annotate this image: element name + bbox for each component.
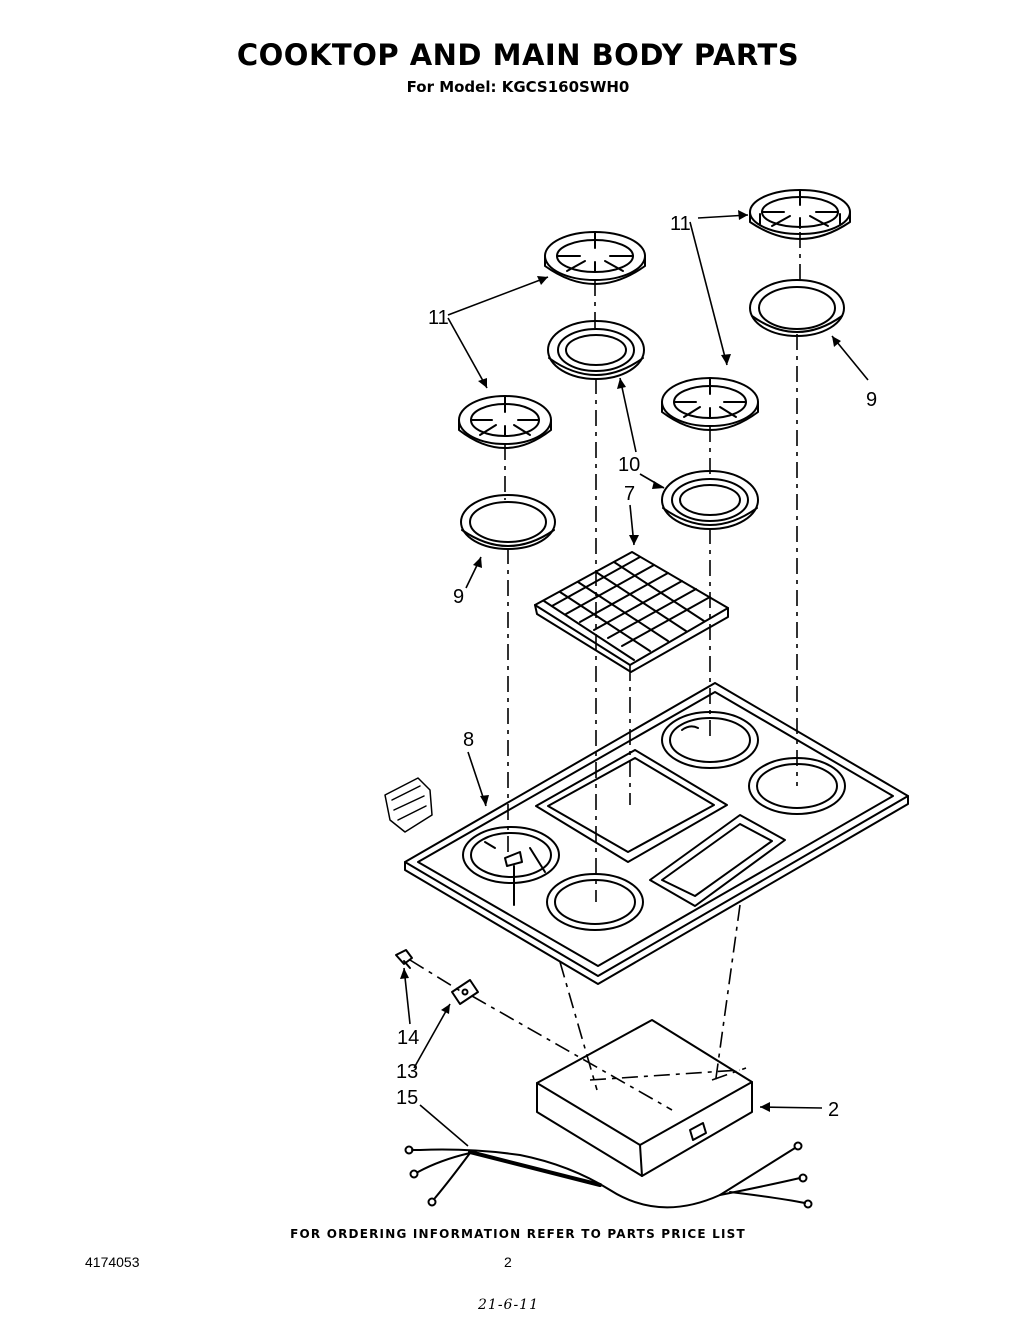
reflector-middle-right [661,470,759,530]
callout-ring-left: 9 [453,586,464,608]
callout-wire-harness: 15 [396,1087,418,1109]
grate-middle-left [458,395,552,449]
document-number: 4174053 [85,1254,140,1270]
page-title: COOKTOP AND MAIN BODY PARTS [236,38,800,72]
grate-middle-right [661,377,759,431]
wire-harness [404,1141,813,1209]
handwritten-note: 21-6-11 [478,1297,539,1313]
trim-ring-left [460,494,556,550]
callout-bracket: 13 [396,1061,418,1083]
burner-box [536,1019,753,1177]
mounting-bracket [451,979,479,1005]
cooktop-panel [404,682,909,985]
grate-top-middle [544,231,646,285]
callout-reflector: 10 [618,454,640,476]
griddle-cover [534,551,729,673]
screw [395,949,413,969]
leader-lines [403,214,869,1147]
grate-top-right [749,189,851,240]
callout-grate-right: 11 [670,213,691,235]
callout-burner-box: 2 [828,1099,839,1121]
assembly-lines [409,232,801,1111]
callout-griddle-cover: 7 [624,483,635,505]
reflector-top-middle [547,320,645,380]
ordering-note: FOR ORDERING INFORMATION REFER TO PARTS … [290,1227,746,1241]
callout-screw: 14 [397,1027,419,1049]
trim-ring-right [749,279,845,337]
callout-ring-right: 9 [866,389,877,411]
control-panel-tag [384,777,433,833]
leader-arrowheads [400,210,841,1112]
page-number: 2 [504,1254,512,1270]
callout-grate-left: 11 [428,307,449,329]
model-subtitle: For Model: KGCS160SWH0 [406,78,630,96]
callout-cooktop: 8 [463,729,474,751]
